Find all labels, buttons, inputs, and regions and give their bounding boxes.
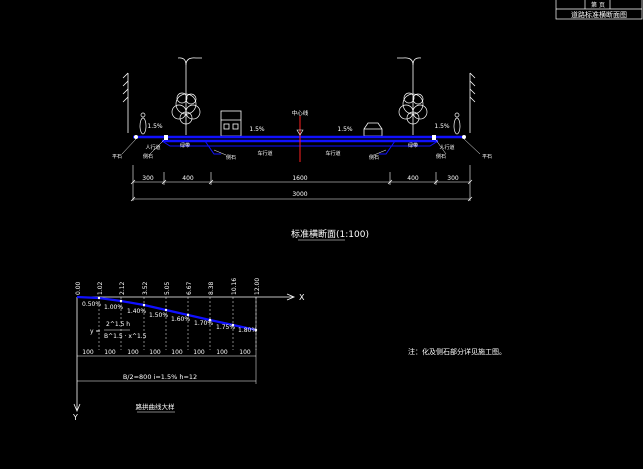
title-block-page: 第 页 — [591, 1, 605, 9]
label-right-lane: 车行道 — [325, 150, 340, 157]
property-line-right — [469, 72, 476, 133]
camber-summary: B/2=800 i=1.5% h=12 — [123, 373, 197, 381]
camber-slope-1: 0.50% — [82, 301, 101, 308]
slope-right-walk: 1.5% — [434, 123, 450, 130]
cross-section-title: 标准横断面(1:100) — [291, 228, 369, 240]
formula-numerator: 2^1.5 h — [106, 321, 130, 328]
tree-left-icon — [171, 92, 201, 125]
drawing-note: 注：化及侧石部分详见施工图。 — [408, 347, 506, 356]
offset-2: 2.12 — [119, 281, 126, 295]
camber-slope-3: 1.40% — [127, 308, 146, 315]
dimension-lines — [130, 165, 473, 202]
spacing-6: 100 — [193, 349, 205, 356]
label-right-curb-2: 侧石 — [369, 154, 379, 161]
camber-slope-6: 1.70% — [194, 320, 213, 327]
title-block-title: 道路标准横断面图 — [571, 10, 627, 19]
x-axis-label: X — [299, 293, 305, 302]
offset-6: 8.38 — [208, 281, 215, 295]
label-right-walk: 人行道 — [439, 144, 454, 151]
spacing-2: 100 — [104, 349, 116, 356]
spacing-3: 100 — [127, 349, 139, 356]
street-lamp-right — [397, 57, 422, 135]
cross-section: 中心线 1.5% 1.5% 1.5% 1.5% 人行道 绿带 车行道 车行道 绿… — [112, 57, 492, 241]
x-axis-arrow — [286, 293, 296, 301]
leader-lines — [121, 138, 481, 156]
pedestrian-left-icon — [139, 112, 147, 135]
slope-left-walk: 1.5% — [147, 123, 163, 130]
curb-markers — [134, 135, 466, 140]
dim-1600: 1600 — [292, 175, 307, 182]
tree-right-icon — [398, 92, 428, 125]
offset-5: 6.67 — [186, 281, 193, 295]
formula-denominator: B^1.5 · x^1.5 — [104, 333, 147, 340]
label-left-curb: 侧石 — [143, 153, 153, 160]
offset-1: 1.02 — [97, 281, 104, 295]
slope-right-road: 1.5% — [337, 126, 353, 133]
camber-title: 路拱曲线大样 — [136, 402, 176, 411]
property-line-left — [122, 72, 129, 133]
label-left-edge: 平石 — [112, 154, 122, 160]
spacing-7: 100 — [216, 349, 228, 356]
label-right-green: 绿带 — [408, 142, 418, 149]
formula-lhs: y = — [90, 328, 101, 335]
centerline-label: 中心线 — [292, 109, 309, 117]
dim-400-left: 400 — [182, 175, 194, 182]
offset-3: 3.52 — [142, 281, 149, 295]
dim-300-right: 300 — [447, 175, 459, 182]
spacing-5: 100 — [171, 349, 183, 356]
label-left-walk: 人行道 — [145, 144, 160, 151]
pedestrian-right-icon — [453, 112, 461, 135]
label-left-green: 绿带 — [180, 142, 190, 149]
camber-slope-7: 1.75% — [216, 324, 235, 331]
label-right-edge: 平石 — [482, 154, 492, 160]
label-left-curb-2: 侧石 — [226, 154, 236, 161]
title-block — [555, 0, 643, 20]
label-left-lane: 车行道 — [257, 150, 272, 157]
dim-400-right: 400 — [407, 175, 419, 182]
offset-4: 5.05 — [164, 281, 171, 295]
elevation-marker — [296, 129, 304, 136]
offset-8: 12.00 — [254, 278, 261, 295]
spacing-8: 100 — [239, 349, 251, 356]
car-icon — [363, 122, 383, 137]
camber-slope-8: 1.80% — [238, 327, 257, 334]
truck-icon — [220, 110, 242, 137]
road-surface — [133, 135, 465, 143]
dim-total: 3000 — [292, 191, 307, 198]
camber-slope-5: 1.60% — [171, 316, 190, 323]
slope-left-road: 1.5% — [249, 126, 265, 133]
camber-detail: X Y 0.00 1.02 2.12 3.52 5.05 6.67 8.38 1… — [72, 278, 305, 422]
spacing-1: 100 — [82, 349, 94, 356]
camber-slope-4: 1.50% — [149, 312, 168, 319]
y-axis-arrow — [73, 403, 81, 413]
offset-7: 10.16 — [231, 278, 238, 295]
label-right-curb: 侧石 — [436, 153, 446, 160]
offset-0: 0.00 — [75, 281, 82, 295]
camber-slope-2: 1.00% — [104, 304, 123, 311]
camber-offsets: 0.00 1.02 2.12 3.52 5.05 6.67 8.38 10.16… — [75, 278, 261, 295]
spacing-4: 100 — [149, 349, 161, 356]
y-axis-label: Y — [72, 413, 78, 422]
street-lamp-left — [177, 57, 202, 135]
dim-300-left: 300 — [142, 175, 154, 182]
